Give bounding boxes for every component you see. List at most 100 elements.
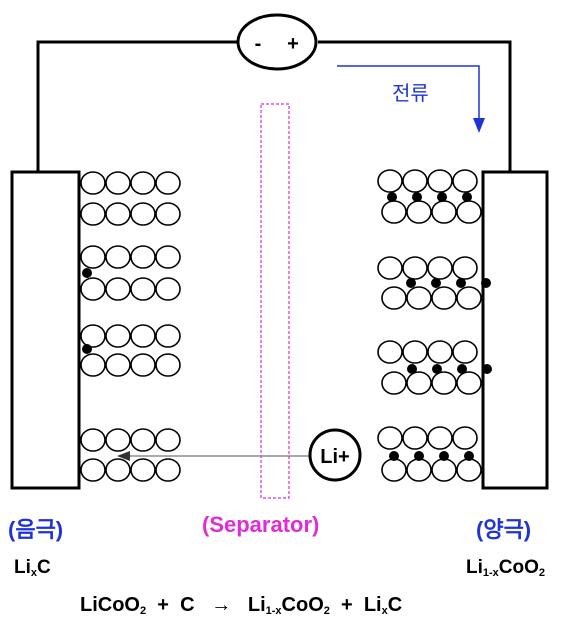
oxide-particle xyxy=(427,169,453,193)
oxide-particle xyxy=(402,426,428,450)
oxide-particle xyxy=(427,340,453,364)
graphite-particle xyxy=(155,245,181,269)
lithium-dot xyxy=(439,451,449,461)
anode-label: (음극) xyxy=(8,517,64,542)
oxide-particle xyxy=(402,340,428,364)
lithium-dot xyxy=(432,364,442,374)
li-ion-label: Li+ xyxy=(320,446,349,468)
oxide-particle xyxy=(377,256,403,280)
oxide-particle xyxy=(456,286,482,310)
cathode-label: (양극) xyxy=(476,517,532,542)
graphite-particle xyxy=(105,324,131,348)
battery-symbol: - + xyxy=(236,13,318,71)
graphite-particle xyxy=(130,245,156,269)
oxide-particle xyxy=(431,200,457,224)
current-label: 전류 xyxy=(392,81,429,105)
oxide-particle xyxy=(381,458,407,482)
separator xyxy=(260,103,290,499)
lithium-dot xyxy=(482,364,492,374)
oxide-particle xyxy=(406,458,432,482)
lithium-dot xyxy=(82,268,92,278)
graphite-particle xyxy=(105,277,131,301)
oxide-particle xyxy=(456,458,482,482)
oxide-particle xyxy=(377,169,403,193)
lithium-dot xyxy=(437,192,447,202)
li-ion-circle: Li+ xyxy=(308,428,362,482)
lithium-dot xyxy=(82,344,92,354)
separator-label: (Separator) xyxy=(202,512,320,537)
oxide-particle xyxy=(431,371,457,395)
lithium-dot xyxy=(407,364,417,374)
lithium-dot xyxy=(481,278,491,288)
graphite-particle xyxy=(130,202,156,226)
lithium-dot xyxy=(456,278,466,288)
lithium-dot xyxy=(462,192,472,202)
oxide-particle xyxy=(452,256,478,280)
graphite-particle xyxy=(80,277,106,301)
graphite-particle xyxy=(105,428,131,452)
oxide-particle xyxy=(431,286,457,310)
oxide-particle xyxy=(427,256,453,280)
lithium-dot xyxy=(387,192,397,202)
oxide-particle xyxy=(402,169,428,193)
graphite-particle xyxy=(130,458,156,482)
graphite-particle xyxy=(155,428,181,452)
cathode-oxide-layers xyxy=(377,169,482,482)
lithium-dot xyxy=(464,451,474,461)
oxide-particle xyxy=(381,371,407,395)
graphite-particle xyxy=(105,458,131,482)
graphite-particle xyxy=(155,277,181,301)
lithium-dot xyxy=(414,451,424,461)
graphite-particle xyxy=(80,324,106,348)
anode-graphite-layers xyxy=(80,171,181,482)
oxide-particle xyxy=(452,169,478,193)
graphite-particle xyxy=(155,202,181,226)
oxide-particle xyxy=(381,286,407,310)
graphite-particle xyxy=(130,353,156,377)
graphite-particle xyxy=(80,245,106,269)
reaction-equation: LiCoO2 + C → Li1-xCoO2 + LixC xyxy=(80,594,403,617)
graphite-particle xyxy=(155,458,181,482)
oxide-particle xyxy=(452,340,478,364)
ion-migration-arrow xyxy=(117,451,311,461)
graphite-particle xyxy=(105,353,131,377)
lithium-ions xyxy=(82,192,492,461)
graphite-particle xyxy=(130,428,156,452)
oxide-particle xyxy=(431,458,457,482)
graphite-particle xyxy=(155,353,181,377)
graphite-particle xyxy=(80,171,106,195)
battery-minus: - xyxy=(255,33,262,55)
oxide-particle xyxy=(456,200,482,224)
cathode-electrode xyxy=(481,170,549,490)
oxide-particle xyxy=(381,200,407,224)
anode-formula: LixC xyxy=(14,557,51,579)
oxide-particle xyxy=(456,371,482,395)
graphite-particle xyxy=(130,277,156,301)
graphite-particle xyxy=(80,202,106,226)
lithium-dot xyxy=(406,278,416,288)
oxide-particle xyxy=(377,426,403,450)
circuit-wire-right xyxy=(318,40,512,172)
graphite-particle xyxy=(105,245,131,269)
graphite-particle xyxy=(80,428,106,452)
graphite-particle xyxy=(80,458,106,482)
lithium-dot xyxy=(431,278,441,288)
battery-plus: + xyxy=(287,33,299,55)
circuit-wire-left xyxy=(36,40,238,172)
lithium-dot xyxy=(389,451,399,461)
graphite-particle xyxy=(155,324,181,348)
oxide-particle xyxy=(406,286,432,310)
oxide-particle xyxy=(406,200,432,224)
oxide-particle xyxy=(452,426,478,450)
graphite-particle xyxy=(130,324,156,348)
lithium-dot xyxy=(457,364,467,374)
graphite-particle xyxy=(105,202,131,226)
oxide-particle xyxy=(402,256,428,280)
graphite-particle xyxy=(80,353,106,377)
oxide-particle xyxy=(377,340,403,364)
graphite-particle xyxy=(105,171,131,195)
lithium-dot xyxy=(412,192,422,202)
oxide-particle xyxy=(406,371,432,395)
anode-electrode xyxy=(10,170,81,490)
